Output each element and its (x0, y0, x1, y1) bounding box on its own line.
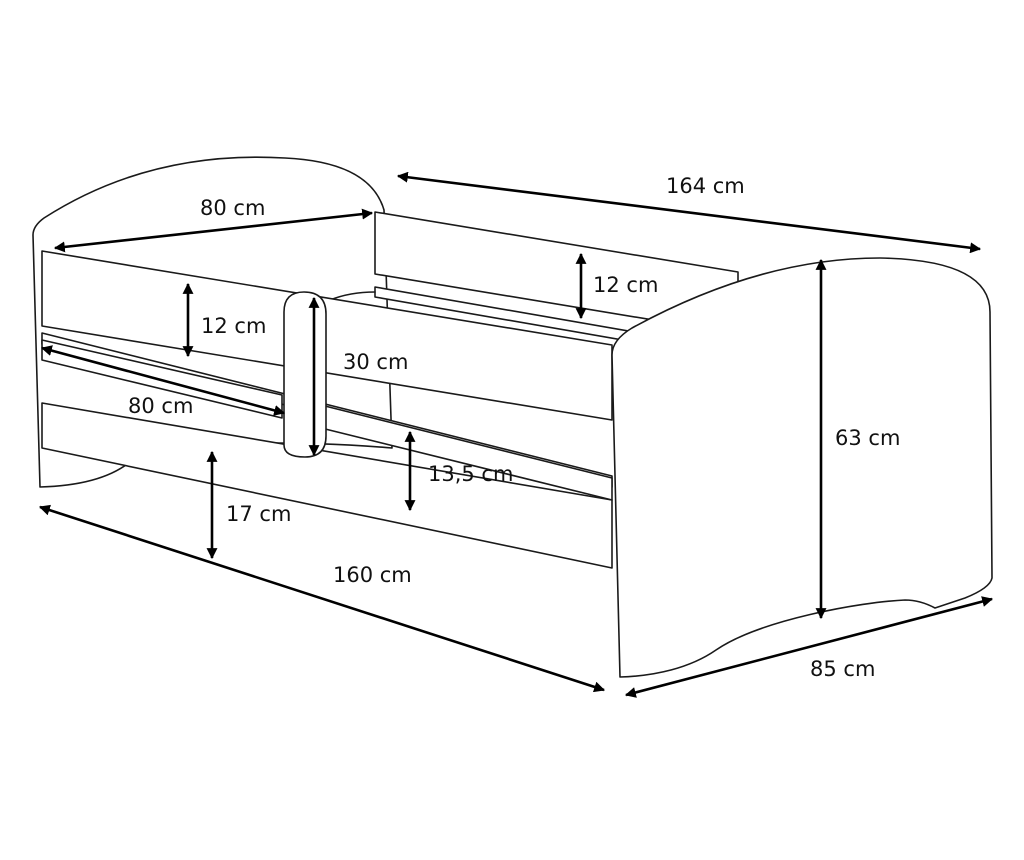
arrow-base-length (38, 504, 606, 693)
label-base-length: 160 cm (333, 563, 412, 587)
arrow-headboard-width (53, 208, 374, 253)
dimension-labels: 80 cm 164 cm 12 cm 12 cm 30 cm 80 cm 13,… (128, 174, 900, 681)
label-floor-clearance: 17 cm (226, 502, 291, 526)
label-front-rail-height: 12 cm (201, 314, 266, 338)
label-total-length: 164 cm (666, 174, 745, 198)
arrow-total-width (624, 596, 994, 698)
label-guard-rail-height: 30 cm (343, 350, 408, 374)
label-total-width: 85 cm (810, 657, 875, 681)
label-guard-rail-length: 80 cm (128, 394, 193, 418)
arrow-total-length (396, 171, 982, 254)
label-total-height: 63 cm (835, 426, 900, 450)
arrow-guard-rail-length (40, 345, 286, 416)
label-headboard-width: 80 cm (200, 196, 265, 220)
label-drawer-height: 13,5 cm (428, 462, 513, 486)
label-back-rail-height: 12 cm (593, 273, 658, 297)
guard-rail (283, 291, 327, 458)
dimension-arrows (38, 171, 994, 698)
